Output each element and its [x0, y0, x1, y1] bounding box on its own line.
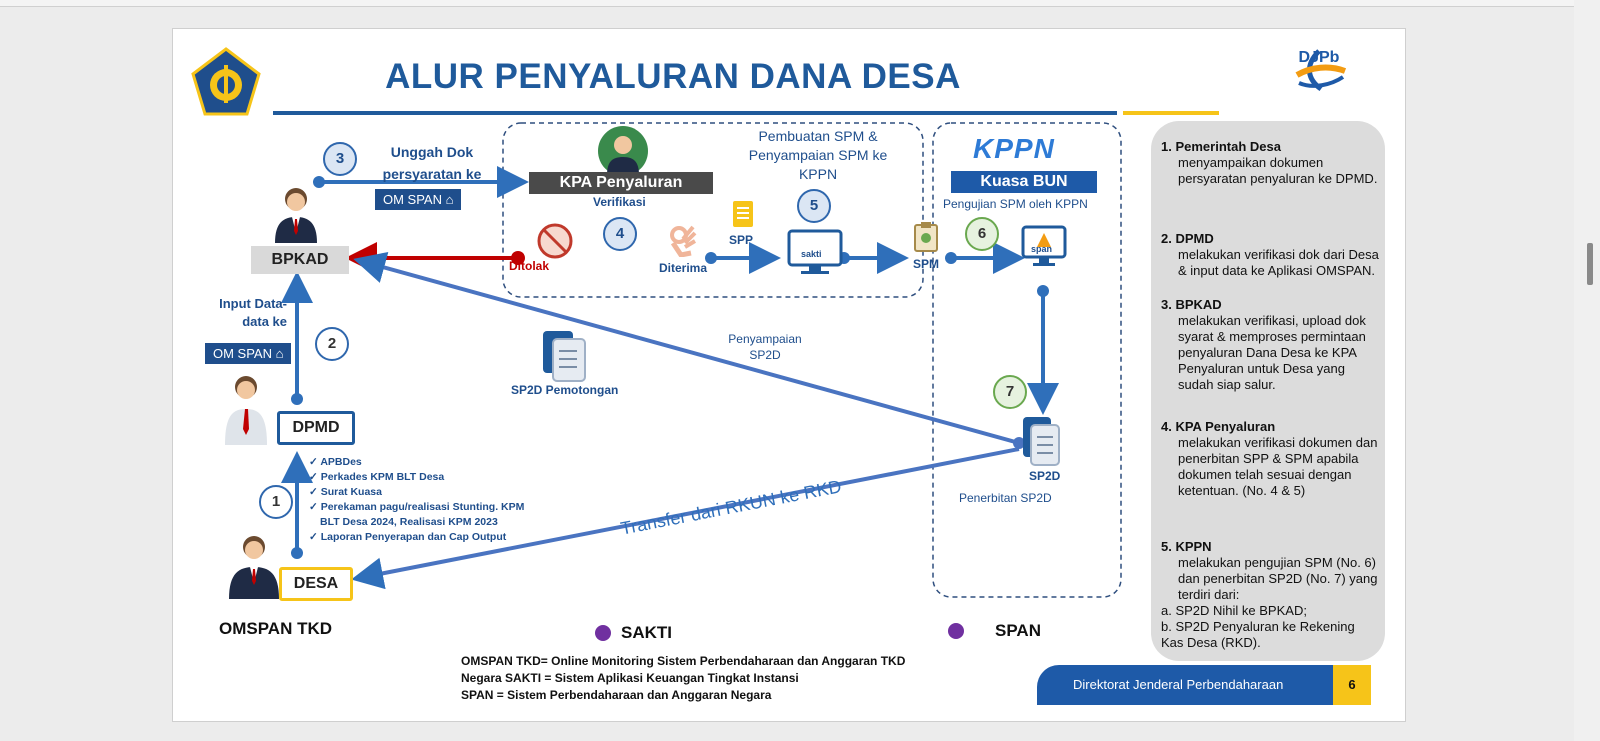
input-line-1: Input Data- — [219, 296, 287, 311]
sakti-app-text: sakti — [801, 249, 822, 259]
span-legend-label: SPAN — [995, 621, 1041, 640]
scrollbar-track[interactable] — [1574, 0, 1600, 741]
verifikasi-label: Verifikasi — [593, 195, 646, 209]
panel-item-text: melakukan verifikasi dokumen dan penerbi… — [1178, 435, 1378, 498]
panel-item-text: melakukan pengujian SPM (No. 6) dan pene… — [1178, 555, 1378, 602]
penerbitan-sp2d-label: Penerbitan SP2D — [959, 491, 1052, 505]
slide: ALUR PENYALURAN DANA DESA DJPb BPKAD 3 U… — [172, 28, 1406, 722]
omspan-badge-text: OM SPAN — [383, 192, 442, 207]
panel-item-2: 2. DPMD melakukan verifikasi dok dari De… — [1161, 231, 1379, 279]
ditolak-label: Ditolak — [509, 259, 550, 273]
panel-item-5: 5. KPPN melakukan pengujian SPM (No. 6) … — [1161, 539, 1379, 651]
acronym-legend: OMSPAN TKD= Online Monitoring Sistem Per… — [461, 653, 905, 704]
kpa-label: KPA Penyaluran — [529, 172, 713, 194]
arrow-transfer — [351, 447, 1020, 590]
doc-item: ✓ Perkades KPM BLT Desa — [309, 471, 445, 483]
input-line-2: data ke — [242, 314, 287, 329]
panel-item-title: 3. BPKAD — [1161, 297, 1222, 312]
unggah-line-1: Unggah Dok — [390, 144, 474, 160]
legend-line: SPAN = Sistem Perbendaharaan dan Anggara… — [461, 688, 772, 702]
legend-line: OMSPAN TKD= Online Monitoring Sistem Per… — [461, 654, 906, 668]
span-legend-dot — [948, 623, 964, 639]
legend-line: Negara SAKTI = Sistem Aplikasi Keuangan … — [461, 671, 799, 685]
sakti-legend-dot — [595, 625, 611, 641]
penyampaian-line-1: Penyampaian — [728, 332, 802, 346]
panel-item-title: 4. KPA Penyaluran — [1161, 419, 1276, 434]
pembuatan-line-2: Penyampaian SPM ke — [748, 147, 888, 163]
pembuatan-line-1: Pembuatan SPM & — [758, 128, 878, 144]
panel-item-text: menyampaikan dokumen persyaratan penyalu… — [1178, 155, 1378, 186]
bpkad-label: BPKAD — [251, 246, 349, 274]
sakti-dashed-box — [502, 122, 924, 298]
page-number: 6 — [1333, 665, 1371, 705]
panel-item-text: melakukan verifikasi dok dari Desa & inp… — [1178, 247, 1379, 278]
span-dashed-box — [932, 122, 1122, 598]
span-app-text: span — [1031, 244, 1053, 254]
step-5-badge: 5 — [797, 189, 831, 223]
step-3-badge: 3 — [323, 142, 357, 176]
panel-item-1: 1. Pemerintah Desa menyampaikan dokumen … — [1161, 139, 1379, 187]
explanation-panel: 1. Pemerintah Desa menyampaikan dokumen … — [1151, 121, 1385, 661]
step-4-badge: 4 — [603, 217, 637, 251]
doc-item: BLT Desa 2024, Realisasi KPM 2023 — [320, 516, 498, 528]
panel-item-sub: b. SP2D Penyaluran ke Rekening Kas Desa … — [1161, 619, 1355, 650]
djpb-logo: DJPb — [1289, 49, 1349, 119]
step-7-badge: 7 — [993, 375, 1027, 409]
document-checklist: ✓ APBDes ✓ Perkades KPM BLT Desa ✓ Surat… — [309, 455, 524, 545]
spm-label: SPM — [913, 257, 940, 271]
window-top-bar — [0, 0, 1600, 7]
scrollbar-thumb[interactable] — [1587, 243, 1593, 285]
panel-item-4: 4. KPA Penyaluran melakukan verifikasi d… — [1161, 419, 1379, 499]
panel-item-sub: a. SP2D Nihil ke BPKAD; — [1161, 603, 1307, 618]
spp-label: SPP — [729, 233, 754, 247]
desa-label: DESA — [279, 567, 353, 601]
omspan-badge-text: OM SPAN — [213, 346, 272, 361]
penyampaian-line-2: SP2D — [749, 348, 781, 362]
input-data-label: Input Data- data ke — [213, 295, 287, 331]
step-2-badge: 2 — [315, 327, 349, 361]
sp2d-label: SP2D — [1029, 469, 1061, 483]
sp2d-pemotongan-label: SP2D Pemotongan — [511, 383, 619, 397]
pembuatan-line-3: KPPN — [798, 166, 838, 182]
omspan-badge-top: OM SPAN ⌂ — [375, 189, 462, 210]
arrow-penyampaian-sp2d — [353, 251, 1020, 445]
panel-item-3: 3. BPKAD melakukan verifikasi, upload do… — [1161, 297, 1379, 393]
panel-item-text: melakukan verifikasi, upload dok syarat … — [1178, 313, 1366, 392]
diterima-label: Diterima — [659, 261, 708, 275]
omspan-tkd-label: OMSPAN TKD — [219, 619, 333, 638]
panel-item-title: 5. KPPN — [1161, 539, 1212, 554]
panel-item-title: 1. Pemerintah Desa — [1161, 139, 1281, 154]
step-6-badge: 6 — [965, 217, 999, 251]
doc-item: ✓ Perekaman pagu/realisasi Stunting. KPM — [309, 501, 525, 513]
step-1-badge: 1 — [259, 485, 293, 519]
panel-item-title: 2. DPMD — [1161, 231, 1214, 246]
omspan-badge-left: OM SPAN ⌂ — [205, 343, 292, 364]
unggah-label: Unggah Dok persyaratan ke — [369, 141, 495, 185]
doc-item: ✓ Laporan Penyerapan dan Cap Output — [309, 531, 507, 543]
pembuatan-spm-label: Pembuatan SPM & Penyampaian SPM ke KPPN — [733, 127, 903, 184]
penyampaian-sp2d-label: Penyampaian SP2D — [719, 331, 811, 363]
kemenkeu-logo — [191, 47, 261, 117]
unggah-line-2: persyaratan ke — [382, 166, 482, 182]
doc-item: ✓ APBDes — [309, 456, 362, 468]
dpmd-label: DPMD — [277, 411, 355, 445]
page-title: ALUR PENYALURAN DANA DESA — [385, 57, 961, 96]
footer-org: Direktorat Jenderal Perbendaharaan — [1037, 665, 1367, 705]
kuasa-bun-label: Kuasa BUN — [951, 171, 1097, 193]
kppn-logo: KPPN — [973, 133, 1055, 164]
doc-item: ✓ Surat Kuasa — [309, 486, 382, 498]
sakti-legend-label: SAKTI — [621, 623, 672, 642]
pengujian-label: Pengujian SPM oleh KPPN — [943, 197, 1088, 211]
